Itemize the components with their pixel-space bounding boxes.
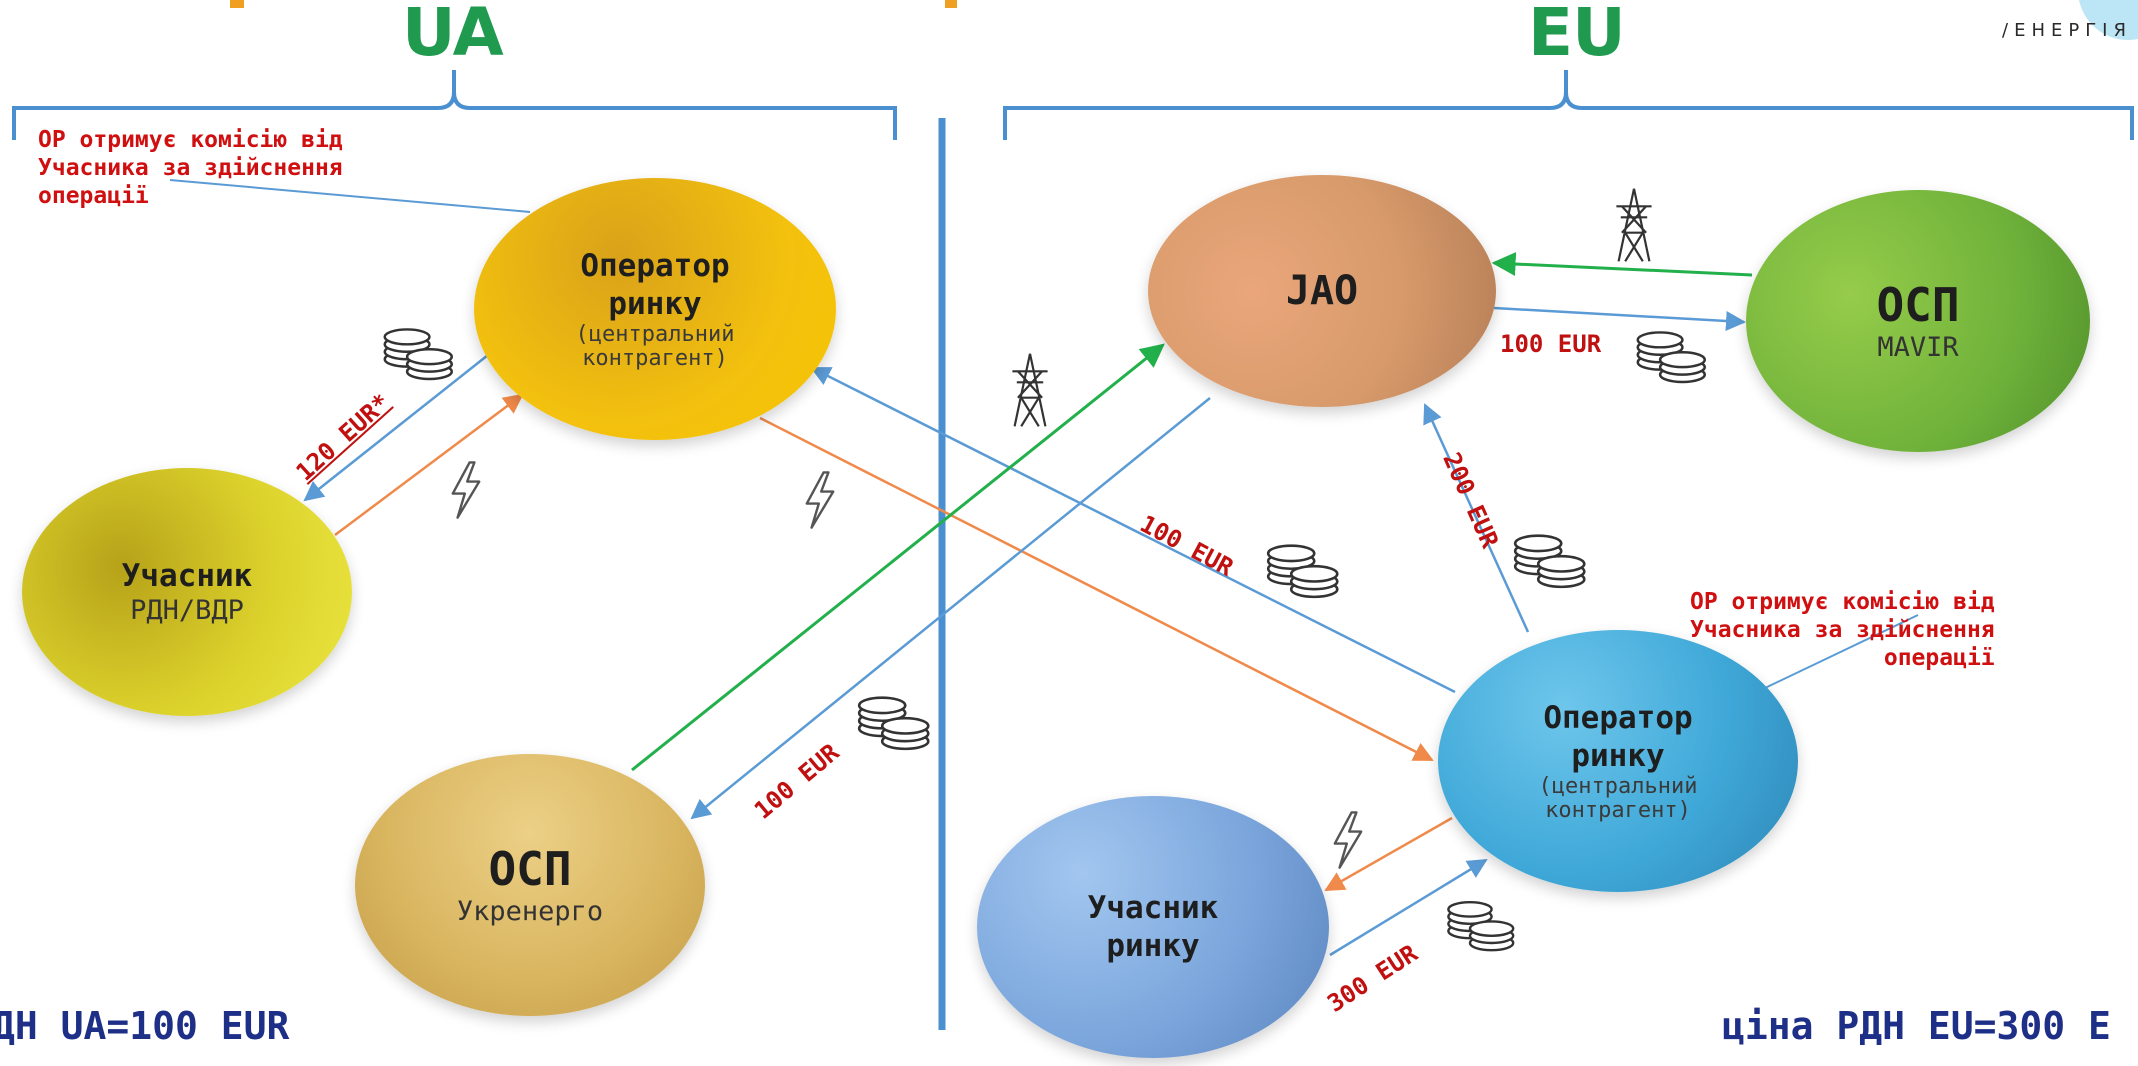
arrow-uatso-to-jao [631,343,1165,772]
title-fragment [230,0,244,8]
ua-tso-node: ОСП Укренерго [355,754,705,1016]
arrow-op-to-participant [303,354,489,502]
eu-price-label: ціна РДН EU=300 E [1722,1004,2111,1048]
arrow-ua-op-to-eu-op [759,416,1434,762]
eu-participant-node: Учасник ринку [977,796,1329,1058]
arrow-participant-to-euop [1329,858,1488,957]
ua-price-label: ДН UA=100 EUR [0,1004,290,1048]
eu-commission-note: ОР отримує комісію від Учасника за здійс… [1690,589,1995,671]
eu-bracket [1003,70,2134,140]
ua-commission-note: ОР отримує комісію від Учасника за здійс… [38,127,343,209]
amount-jao-mavir: 100 EUR [1500,330,1602,358]
ua-market-operator-node: Оператор ринку (центральний контрагент) [474,178,836,440]
coins-icon [1447,901,1515,952]
arrow-participant-to-op [334,393,524,537]
coins-icon [1266,544,1339,599]
ua-label: UA [402,0,504,71]
power-pylon-icon [1615,187,1653,263]
eu-tso-node: ОСП MAVIR [1746,190,2090,452]
arrow-jao-to-mavir [1493,306,1746,331]
coins-icon [383,328,453,381]
eu-market-operator-node: Оператор ринку (центральний контрагент) [1438,630,1798,892]
arrow-eu-op-to-ua-op [810,366,1456,694]
coins-icon [1636,331,1706,384]
arrow-jao-to-uatso [690,397,1211,820]
brand-logo-text: /ЕНЕРГІЯ [2002,20,2132,41]
arrow-euop-to-jao [1423,403,1530,633]
lightning-icon [1333,811,1363,869]
arrow-mavir-to-jao [1491,252,1753,277]
coins-icon [1513,534,1586,589]
power-pylon-icon [1011,352,1049,428]
ua-bracket [12,70,897,140]
title-fragment [945,0,957,8]
lightning-icon [451,461,481,519]
ua-participant-node: Учасник РДН/ВДР [22,468,352,716]
arrow-euop-to-participant [1324,816,1453,892]
eu-label: EU [1528,0,1626,71]
coins-icon [857,696,930,751]
jao-node: JAO [1148,175,1496,407]
lightning-icon [805,471,835,529]
